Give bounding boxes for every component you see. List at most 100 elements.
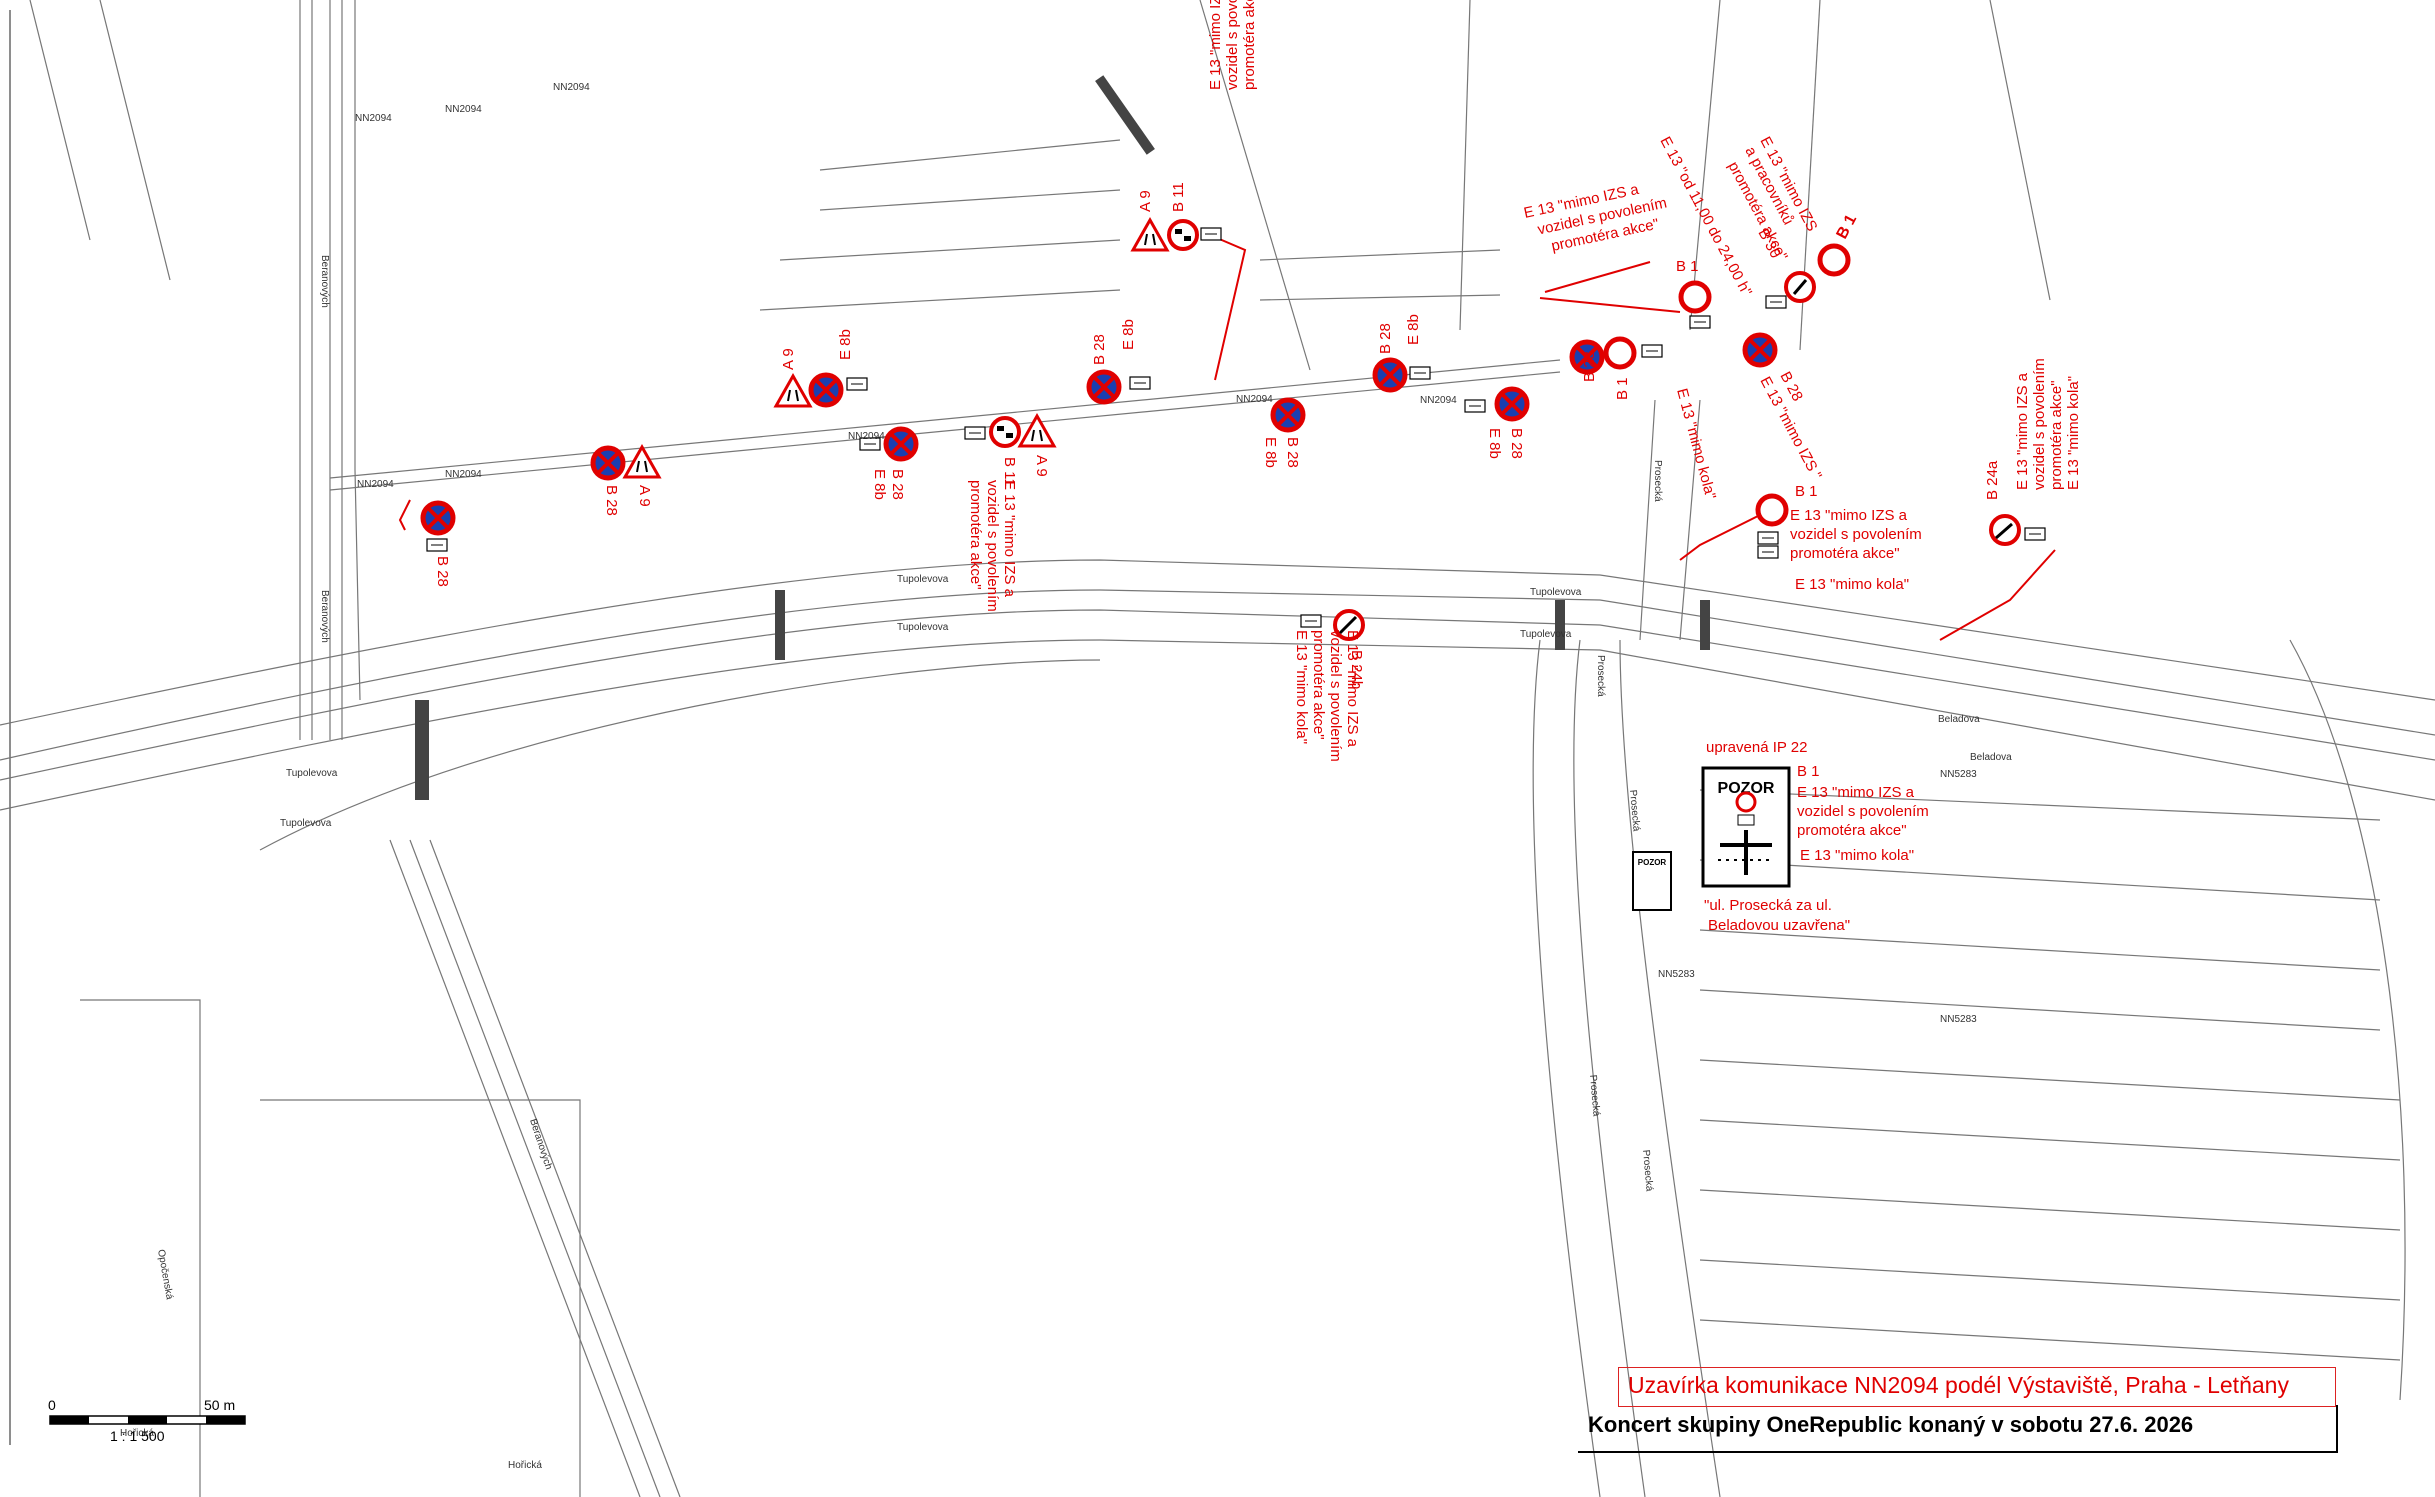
svg-text:promotéra akce": promotéra akce" (1797, 822, 1907, 839)
svg-text:Beranových: Beranových (319, 590, 330, 643)
small-pozor-panel: POZOR (1632, 851, 1672, 911)
svg-text:Tupolevova: Tupolevova (1530, 587, 1582, 598)
sign-cluster-15 (1989, 514, 2046, 546)
svg-text:E 13 "mimo IZS a: E 13 "mimo IZS a (1001, 480, 1018, 598)
title-box (1618, 1367, 2336, 1407)
svg-text:Tupolevova: Tupolevova (286, 768, 338, 779)
e13-notes: E 13 "mimo IZS a vozidel s povolením pro… (967, 0, 2082, 934)
svg-text:Tupolevova: Tupolevova (1520, 629, 1572, 640)
svg-text:B 28: B 28 (603, 485, 620, 516)
svg-text:vozidel s povolením: vozidel s povolením (1797, 803, 1929, 820)
e13-note-right: E 13 "mimo IZS a vozidel s povolením pro… (1790, 507, 1922, 593)
svg-text:Tupolevova: Tupolevova (280, 818, 332, 829)
svg-text:Beladova: Beladova (1970, 752, 2012, 763)
sign-cluster-13 (1745, 246, 1848, 365)
svg-text:B 24b: B 24b (1348, 650, 1365, 689)
svg-text:Opočenská: Opočenská (155, 1249, 175, 1301)
ip22-pozor-text: POZOR (1718, 780, 1775, 797)
crosswalks (415, 75, 1710, 800)
svg-text:NN2094: NN2094 (445, 469, 482, 480)
svg-text:B 28: B 28 (1284, 437, 1301, 468)
svg-text:A 9: A 9 (1137, 190, 1154, 212)
svg-text:B 11: B 11 (1001, 457, 1018, 487)
svg-text:B 28: B 28 (1377, 323, 1394, 354)
scale-ratio-label: 1 : 1 500 (110, 1428, 165, 1444)
svg-text:E 13 "mimo IZS a: E 13 "mimo IZS a (1344, 630, 1361, 748)
sign-cluster-10 (1464, 389, 1527, 419)
ip22-sign-panel: POZOR (1701, 766, 1791, 888)
scale-left-label: 0 (48, 1397, 56, 1413)
svg-text:E 8b: E 8b (837, 329, 854, 360)
sign-cluster-6 (1089, 372, 1151, 402)
svg-text:Hořická: Hořická (120, 1428, 154, 1439)
svg-text:Beranových: Beranových (527, 1118, 554, 1172)
sign-cluster-3 (774, 375, 868, 408)
svg-text:vozidel s povolením: vozidel s povolením (1224, 0, 1241, 90)
svg-text:A 9: A 9 (636, 485, 653, 507)
closure-title: Uzavírka komunikace NN2094 podél Výstavi… (1628, 1372, 2289, 1398)
svg-text:NN2094: NN2094 (355, 113, 392, 124)
svg-text:E 13 "mimo kola": E 13 "mimo kola" (2065, 376, 2082, 490)
svg-text:B 11: B 11 (1170, 182, 1187, 212)
svg-text:Tupolevova: Tupolevova (897, 574, 949, 585)
svg-text:B 28: B 28 (434, 556, 451, 587)
sign-cluster-12 (1681, 283, 1710, 329)
svg-text:vozidel s povolením: vozidel s povolením (984, 480, 1001, 612)
svg-text:B 1: B 1 (1676, 258, 1699, 275)
svg-text:promotéra akce": promotéra akce" (1790, 545, 1900, 562)
svg-text:Hořická: Hořická (508, 1460, 542, 1471)
svg-text:E 13 "mimo IZS a: E 13 "mimo IZS a (1797, 784, 1915, 801)
svg-text:E 8b: E 8b (1120, 319, 1137, 350)
svg-text:vozidel s povolením: vozidel s povolením (1327, 630, 1344, 762)
svg-text:B 1: B 1 (1797, 763, 1820, 780)
svg-text:Prosecká: Prosecká (1652, 460, 1663, 502)
svg-text:Prosecká: Prosecká (1627, 789, 1642, 832)
svg-text:NN2094: NN2094 (357, 479, 394, 490)
svg-text:A 9: A 9 (1033, 455, 1050, 477)
svg-text:promotéra akce": promotéra akce" (1310, 630, 1327, 740)
svg-text:E 13 "mimo kola": E 13 "mimo kola" (1795, 576, 1909, 593)
svg-text:promotéra akce": promotéra akce" (1241, 0, 1258, 90)
sign-cluster-2 (593, 445, 661, 478)
e13-note-vertical-1: E 13 "mimo IZS a vozidel s povolením pro… (1207, 0, 1258, 90)
svg-text:vozidel s povolením: vozidel s povolením (2031, 358, 2048, 490)
svg-text:E 13 "mimo kola": E 13 "mimo kola" (1673, 387, 1719, 502)
e13-note-top: E 13 "mimo IZS a vozidel s povolením pro… (1522, 181, 1668, 255)
svg-text:B 28: B 28 (1508, 428, 1525, 459)
svg-text:NN2094: NN2094 (553, 82, 590, 93)
e13-note-far-right: E 13 "mimo IZS a vozidel s povolením pro… (2014, 358, 2082, 490)
svg-text:NN2094: NN2094 (848, 431, 885, 442)
svg-text:B 1: B 1 (1614, 377, 1631, 400)
closure-note: "ul. Prosecká za ul. Beladovou uzavřena" (1704, 897, 1850, 934)
sign-cluster-14 (1758, 496, 1786, 559)
svg-text:Beladovou uzavřena": Beladovou uzavřena" (1708, 917, 1850, 934)
svg-text:NN5283: NN5283 (1940, 1014, 1977, 1025)
title-frame (1578, 1405, 2338, 1453)
svg-text:NN2094: NN2094 (1236, 394, 1273, 405)
scale-right-label: 50 m (204, 1397, 236, 1413)
svg-text:E 13 "mimo IZS a: E 13 "mimo IZS a (2014, 372, 2031, 490)
svg-text:NN2094: NN2094 (445, 104, 482, 115)
ip22-notes: E 13 "mimo IZS a vozidel s povolením pro… (1797, 784, 1929, 864)
svg-text:B 1: B 1 (1795, 483, 1818, 500)
scale-bar (49, 1415, 246, 1425)
sign-cluster-1 (423, 503, 453, 552)
svg-text:upravená IP 22: upravená IP 22 (1706, 739, 1807, 756)
sign-cluster-7 (1131, 218, 1222, 252)
svg-text:E 8b: E 8b (1405, 314, 1422, 345)
svg-text:vozidel s povolením: vozidel s povolením (1790, 526, 1922, 543)
svg-text:Beranových: Beranových (319, 255, 330, 308)
svg-text:E 8b: E 8b (1486, 428, 1503, 459)
svg-text:E 13 "mimo IZS a: E 13 "mimo IZS a (1790, 507, 1908, 524)
event-title: Koncert skupiny OneRepublic konaný v sob… (1588, 1412, 2194, 1437)
svg-text:E 8b: E 8b (871, 469, 888, 500)
svg-text:NN5283: NN5283 (1658, 969, 1695, 980)
svg-text:Prosecká: Prosecká (1640, 1149, 1655, 1192)
svg-text:B 24a: B 24a (1984, 460, 2001, 500)
svg-text:Prosecká: Prosecká (1587, 1074, 1602, 1117)
svg-text:Prosecká: Prosecká (1595, 655, 1606, 697)
svg-text:promotéra akce": promotéra akce" (967, 480, 984, 590)
svg-text:B 28: B 28 (1581, 351, 1598, 382)
